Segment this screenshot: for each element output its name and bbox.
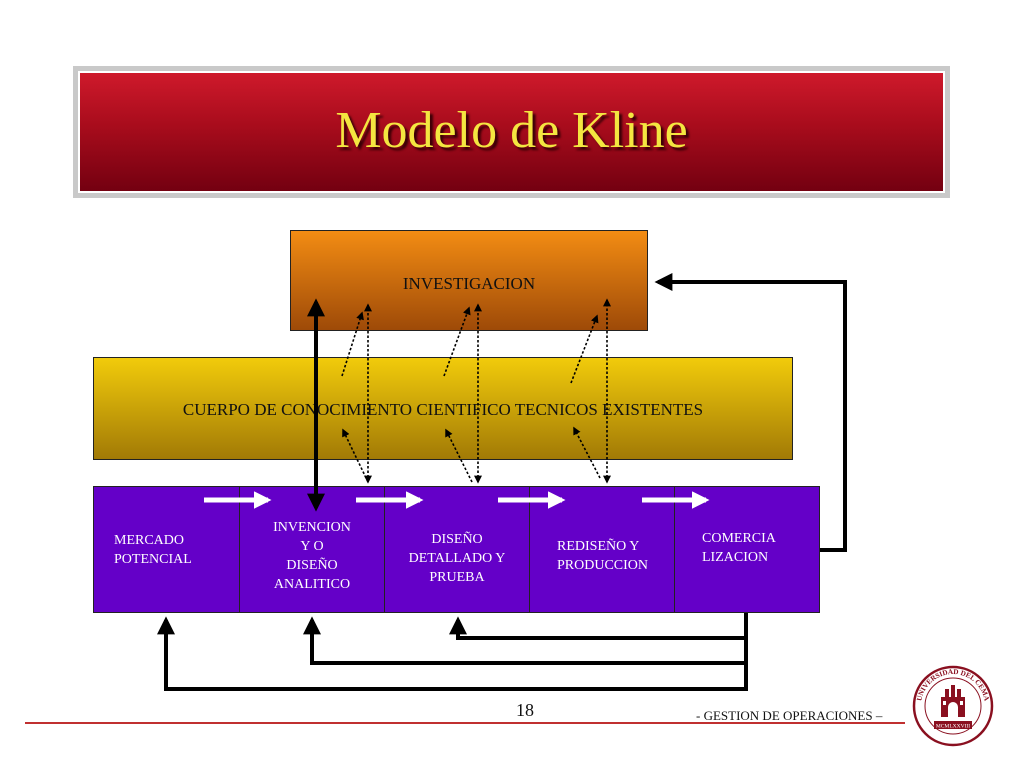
stage-mercado-potencial: MERCADO POTENCIAL (93, 486, 239, 613)
stage-label: MERCADO POTENCIAL (114, 531, 192, 569)
investigacion-label: INVESTIGACION (402, 274, 536, 293)
title-frame: Modelo de Kline (73, 66, 950, 198)
knowledge-arrow (570, 314, 599, 384)
feedback-arrows (157, 613, 748, 691)
stage-label-line: ANALITICO (273, 577, 351, 592)
slide-title: Modelo de Kline (335, 102, 688, 159)
knowledge-arrows (341, 298, 611, 484)
feedback-diseno-arrow (449, 613, 748, 640)
stage-label-line: DISEÑO (431, 532, 483, 547)
title-banner: Modelo de Kline (78, 71, 945, 193)
stage-label: DISEÑO DETALLADO Y PRUEBA (385, 530, 529, 587)
knowledge-arrow (443, 306, 471, 377)
stage-label-line: POTENCIAL (114, 552, 192, 567)
stage-label-line: Y O (300, 539, 324, 554)
stage-label-line: DETALLADO Y (408, 551, 506, 566)
footer-divider (25, 722, 905, 724)
stage-label-line: PRODUCCION (557, 558, 649, 573)
stage-label-line: REDISEÑO Y (557, 539, 640, 554)
knowledge-arrow (573, 426, 601, 479)
stage-label-line: INVENCION (273, 520, 351, 535)
cuerpo-conocimiento-box: CUERPO DE CONOCIMIENTO CIENTIFICO TECNIC… (93, 357, 793, 460)
investigacion-box: INVESTIGACION (290, 230, 648, 331)
page-number: 18 (516, 700, 534, 720)
stage-label-line: DISEÑO (286, 558, 338, 573)
university-seal-icon: UNIVERSIDAD DEL CEMA MCMLXXVIII (912, 665, 994, 747)
stage-label-line: PRUEBA (429, 570, 485, 585)
stage-label: COMERCIA LIZACION (702, 529, 776, 567)
feedback-investigacion-arrow (654, 273, 847, 552)
stage-label-line: COMERCIA (702, 531, 776, 546)
seal-year: MCMLXXVIII (936, 723, 970, 729)
knowledge-arrow (341, 311, 364, 377)
stage-label-line: LIZACION (702, 550, 769, 565)
knowledge-arrow (445, 428, 473, 483)
feedback-mercado-arrow (157, 613, 748, 691)
stage-label: REDISEÑO Y PRODUCCION (557, 537, 648, 575)
stage-label: INVENCION Y O DISEÑO ANALITICO (240, 518, 384, 594)
footer-text: - GESTION DE OPERACIONES – (696, 708, 883, 723)
knowledge-arrow (342, 428, 369, 483)
stage-label-line: MERCADO (114, 533, 185, 548)
